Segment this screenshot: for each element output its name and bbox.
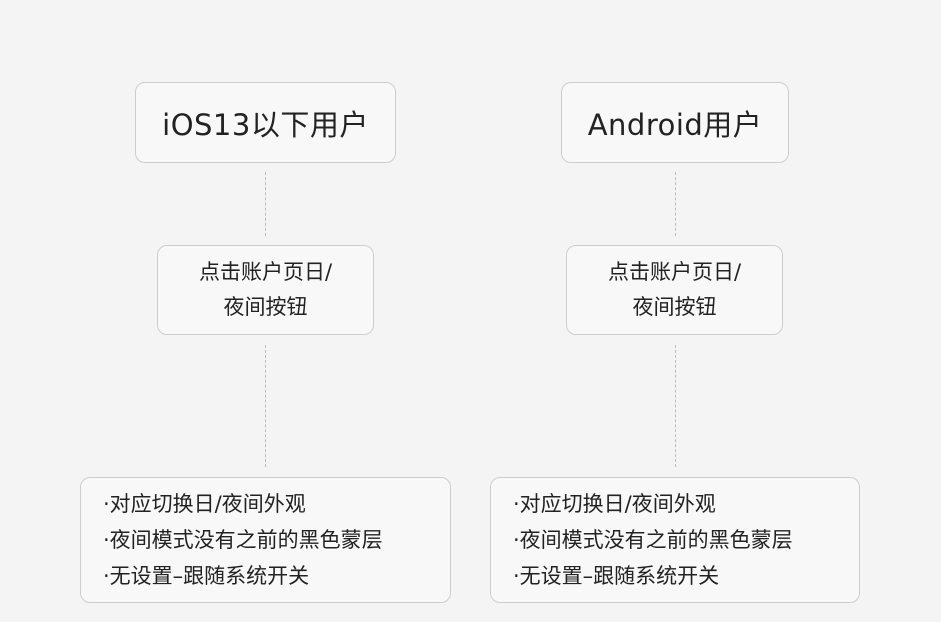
ios-user-title: iOS13以下用户 <box>162 107 369 142</box>
android-notes-box: ·对应切换日/夜间外观 ·夜间模式没有之前的黑色蒙层 ·无设置–跟随系统开关 <box>490 477 860 603</box>
ios-note-1: ·对应切换日/夜间外观 <box>103 492 306 516</box>
ios-notes-box: ·对应切换日/夜间外观 ·夜间模式没有之前的黑色蒙层 ·无设置–跟随系统开关 <box>80 477 451 603</box>
android-user-box: Android用户 <box>561 82 789 163</box>
ios-note-2: ·夜间模式没有之前的黑色蒙层 <box>103 528 383 552</box>
android-user-title: Android用户 <box>587 107 763 142</box>
ios-action-box: 点击账户页日/ 夜间按钮 <box>157 245 374 335</box>
ios-user-box: iOS13以下用户 <box>135 82 396 163</box>
ios-connector-upper <box>265 172 266 236</box>
android-connector-lower <box>675 345 676 467</box>
android-note-2: ·夜间模式没有之前的黑色蒙层 <box>513 528 793 552</box>
android-action-line-1: 点击账户页日/ <box>607 260 742 284</box>
ios-connector-lower <box>265 345 266 467</box>
android-action-box: 点击账户页日/ 夜间按钮 <box>566 245 783 335</box>
ios-note-3: ·无设置–跟随系统开关 <box>103 564 310 588</box>
android-note-3: ·无设置–跟随系统开关 <box>513 564 720 588</box>
ios-action-line-1: 点击账户页日/ <box>198 260 333 284</box>
ios-action-line-2: 夜间按钮 <box>223 295 308 319</box>
android-connector-upper <box>675 172 676 236</box>
android-action-line-2: 夜间按钮 <box>632 295 717 319</box>
android-note-1: ·对应切换日/夜间外观 <box>513 492 716 516</box>
